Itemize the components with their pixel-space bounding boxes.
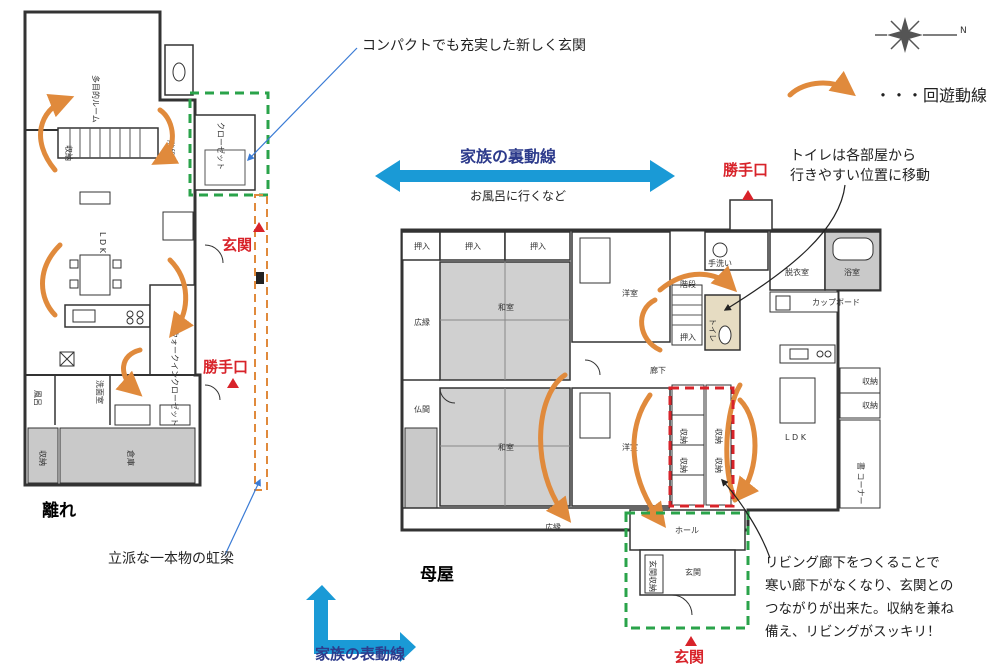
room-cupboard: カップボード (812, 298, 860, 307)
room-genkan: 玄関 (685, 567, 701, 577)
room-shuno-e: 収納 (714, 428, 724, 444)
room-yokushitsu: 浴室 (844, 267, 860, 277)
hanare-entrance-zone (188, 91, 270, 197)
room-genkan-shuno: 玄関収納 (648, 560, 658, 592)
living-note-line1: リビング廊下をつくることで (765, 554, 940, 571)
living-note-line2: 寒い廊下がなくなり、玄関との (765, 577, 953, 594)
room-butsuma: 仏間 (414, 405, 430, 414)
room-shuno: 収納 (64, 145, 74, 161)
omoya-entrance-zone (624, 511, 750, 630)
label-hanare: 離れ (42, 500, 76, 521)
living-note-line3: つながりが出来た。収納を兼ね (765, 601, 954, 617)
omoya-loop-arrows (538, 265, 760, 529)
room-kaidan: 階段 (680, 279, 696, 289)
front-route-arrow (306, 585, 416, 662)
room-senmen: 洗面室 (95, 380, 105, 404)
annotation-compact-entrance: コンパクトでも充実した新しく玄関 (362, 37, 586, 54)
room-hanare-ldk: L D K (98, 232, 107, 254)
compass-n: N (960, 26, 967, 36)
back-route-arrow (375, 160, 675, 192)
room-cloak: クローゼット (216, 122, 226, 170)
annotation-beam: 立派な一本物の虹梁 (108, 551, 234, 567)
omoya-building: 押入 押入 押入 広縁 和室 和室 仏間 洋室 洋室 階段 押入 トイレ 手洗い… (400, 161, 882, 666)
hanare-building: 多目的ルーム 収納 階段 L D K ウォークインクローゼット クローゼット 洗… (23, 10, 270, 521)
room-hall: ホール (675, 526, 699, 535)
room-shuno-b: 収納 (862, 400, 878, 410)
room-shuno2: 収納 (38, 450, 48, 466)
label-katteguchi-hanare: 勝手口 (203, 358, 248, 376)
room-walkin-closet: ウォークインクローゼット (170, 330, 180, 426)
room-furo: 風呂 (33, 390, 42, 406)
room-shuno-d: 収納 (679, 457, 689, 473)
room-toilet: トイレ (708, 318, 717, 342)
room-oshiire-2: 押入 (465, 241, 481, 251)
toilet-note-line1: トイレは各部屋から (790, 148, 916, 164)
room-oshiire-3: 押入 (530, 241, 546, 251)
toilet-note-line2: 行きやすい位置に移動 (790, 168, 930, 184)
room-tamokuteki: 多目的ルーム (91, 75, 101, 123)
room-roka: 廊下 (650, 365, 666, 375)
label-katteguchi-omoya: 勝手口 (723, 161, 768, 179)
room-shuno-c: 収納 (679, 428, 689, 444)
back-route-sub: お風呂に行くなど (470, 189, 566, 203)
legend-loop-icon (787, 70, 856, 98)
room-omoya-ldk: L D K (785, 433, 807, 442)
compass-icon: N (875, 17, 967, 53)
room-soko: 倉庫 (126, 450, 136, 466)
room-yoshitsu-1: 洋室 (622, 288, 638, 298)
label-genkan-omoya: 玄関 (674, 648, 704, 666)
hanare-loop-arrows (38, 93, 194, 397)
living-corridor-zone (668, 386, 735, 508)
room-hiroen-2: 広縁 (545, 522, 561, 532)
room-hiroen-1: 広縁 (414, 317, 430, 327)
room-washitsu-1: 和室 (498, 302, 514, 312)
room-shoko: 書 コーナー (856, 462, 866, 505)
legend-text: ・・・回遊動線 (875, 86, 987, 105)
room-datsui: 脱衣室 (785, 267, 809, 277)
label-omoya: 母屋 (420, 565, 454, 585)
room-washitsu-2: 和室 (498, 442, 514, 452)
room-shuno-a: 収納 (862, 376, 878, 386)
room-tearai: 手洗い (708, 258, 732, 268)
label-genkan-hanare: 玄関 (222, 236, 252, 254)
room-oshiire-4: 押入 (680, 332, 696, 342)
room-shuno-f: 収納 (714, 457, 724, 473)
back-route-title: 家族の裏動線 (460, 147, 556, 166)
beam-marker (254, 194, 268, 491)
living-note-line4: 備え、リビングがスッキリ！ (765, 624, 941, 640)
room-yoshitsu-2: 洋室 (622, 442, 638, 452)
room-oshiire-1: 押入 (414, 241, 430, 251)
hanare-stairs (57, 127, 159, 159)
legend: ・・・回遊動線 (787, 70, 987, 105)
front-route-title: 家族の表動線 (315, 645, 405, 663)
